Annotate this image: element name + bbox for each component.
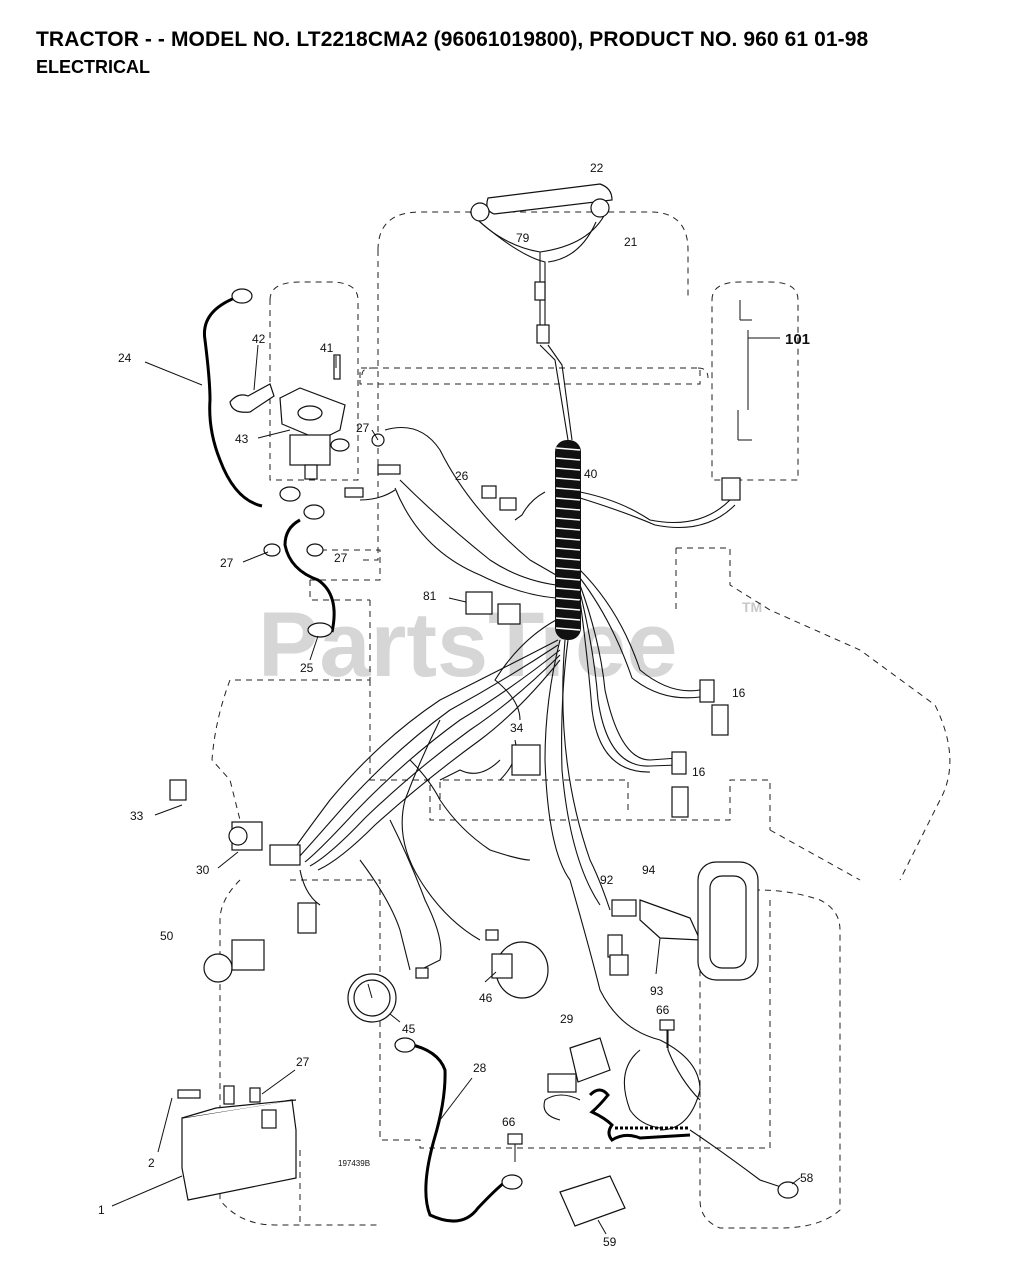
label-28: 28 [473,1061,487,1075]
label-81: 81 [423,589,437,603]
label-34: 34 [510,721,524,735]
ignition-switch-30 [228,821,263,851]
label-93: 93 [650,984,664,998]
solenoid-43 [229,354,350,480]
leader-lines [111,337,801,1235]
label-16-lower: 16 [692,765,706,779]
label-24: 24 [118,351,132,365]
bolts-66 [507,1019,675,1162]
seat-switch-101 [721,300,752,501]
coil-cord [588,1088,691,1142]
label-92: 92 [600,873,614,887]
label-66-right: 66 [656,1003,670,1017]
drawing-number: 197439B [338,1159,370,1168]
label-27-lower: 27 [296,1055,310,1069]
label-66-left: 66 [502,1115,516,1129]
connectors [169,485,729,979]
label-45: 45 [402,1022,416,1036]
label-26: 26 [455,469,469,483]
module-29 [547,1037,611,1093]
label-41: 41 [320,341,334,355]
label-2: 2 [148,1156,155,1170]
cable-terminals [231,288,523,1190]
label-50: 50 [160,929,174,943]
wiring [289,211,791,1191]
tractor-outline [211,211,951,1229]
label-21: 21 [624,235,638,249]
seat-switch-94 [639,861,759,981]
label-58: 58 [800,1171,814,1185]
module-59 [559,1175,626,1227]
label-43: 43 [235,432,249,446]
label-25: 25 [300,661,314,675]
page-title: TRACTOR - - MODEL NO. LT2218CMA2 (960610… [36,28,869,51]
label-101: 101 [785,331,810,348]
label-27-upper: 27 [356,421,370,435]
hour-meter-45 [347,973,397,1023]
label-59: 59 [603,1235,617,1249]
label-33: 33 [130,809,144,823]
label-40: 40 [584,467,598,481]
part-labels: 22 79 21 101 42 41 24 43 27 26 40 27 27 … [98,161,814,1249]
headlight-assembly [470,183,613,344]
battery-cables [202,294,506,1223]
watermark-tm: TM [742,599,762,615]
page-subtitle: ELECTRICAL [36,57,150,77]
harness-conduit [555,440,581,640]
pto-switch-50 [203,939,265,983]
label-30: 30 [196,863,210,877]
label-22: 22 [590,161,604,175]
sensor-58 [777,1181,799,1199]
label-94: 94 [642,863,656,877]
label-42: 42 [252,332,266,346]
battery-1 [177,1085,297,1201]
label-27-mid: 27 [334,551,348,565]
label-46: 46 [479,991,493,1005]
label-16-upper: 16 [732,686,746,700]
label-1: 1 [98,1203,105,1217]
light-46 [491,941,549,999]
label-29: 29 [560,1012,574,1026]
label-79: 79 [516,231,530,245]
label-27-left: 27 [220,556,234,570]
